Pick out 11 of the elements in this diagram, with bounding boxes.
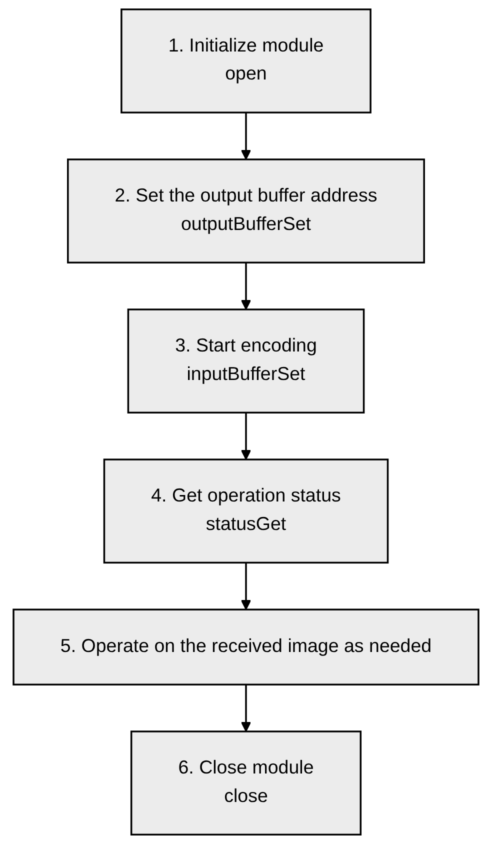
arrow [240,562,252,610]
arrow [240,112,252,160]
node-box: 2. Set the output buffer address outputBufferSet [67,158,425,264]
node-box: 6. Close module close [130,730,362,836]
arrow [240,412,252,460]
arrow [240,262,252,310]
node-box: 1. Initialize module open [120,8,372,114]
node-box: 4. Get operation status statusGet [103,458,389,564]
node-box: 5. Operate on the received image as needed [12,608,480,686]
arrow [240,684,252,732]
node-box: 3. Start encoding inputBufferSet [127,308,365,414]
